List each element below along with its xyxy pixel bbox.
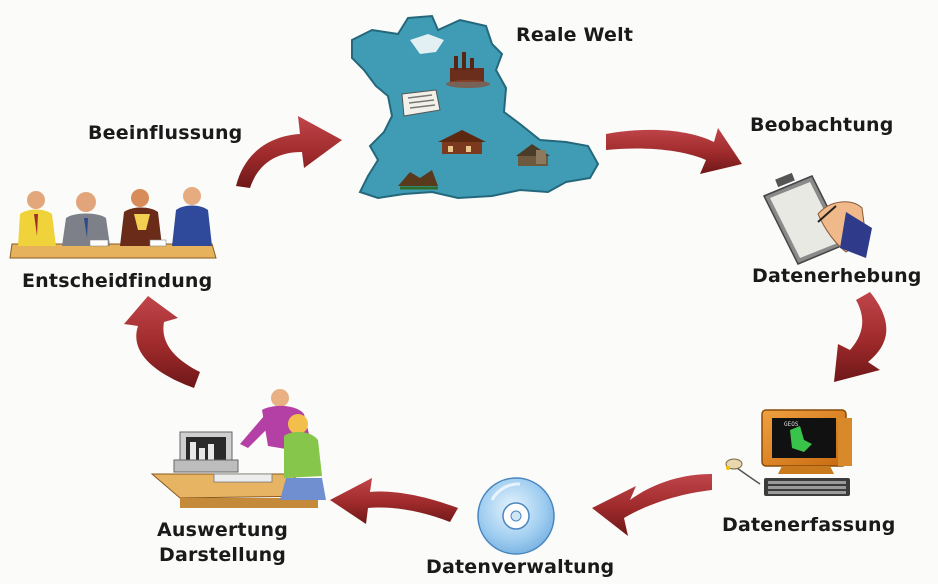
factory-icon <box>446 52 490 88</box>
workstation-people-icon <box>150 389 326 508</box>
label-datenerfassung: Datenerfassung <box>722 514 896 536</box>
arrow-to-auswertung <box>330 478 458 524</box>
label-darstellung: Darstellung <box>158 544 287 566</box>
label-reale-welt: Reale Welt <box>516 24 634 46</box>
newspaper-icon <box>401 89 441 117</box>
label-entscheidfindung: Entscheidfindung <box>22 270 213 292</box>
hills-icon <box>398 170 438 190</box>
label-datenverwaltung: Datenverwaltung <box>426 556 615 578</box>
label-auswertung: Auswertung <box>157 519 289 541</box>
arrow-to-datenverwaltung <box>592 474 712 536</box>
farmhouse-icon <box>438 130 486 154</box>
label-beeinflussung: Beeinflussung <box>88 122 243 144</box>
label-auswertung-darstellung: Auswertung Darstellung <box>157 518 288 568</box>
cd-disc-icon <box>477 477 555 555</box>
village-icon <box>516 144 550 166</box>
meeting-people-icon <box>9 187 217 259</box>
computer-terminal-icon: GEOS <box>725 409 852 496</box>
arrow-to-reale-welt <box>236 116 342 188</box>
arrow-to-entscheidfindung <box>124 296 200 388</box>
arrow-to-beobachtung <box>606 128 742 174</box>
arrow-to-datenerfassung <box>834 292 887 382</box>
label-datenerhebung: Datenerhebung <box>752 265 922 287</box>
landscape-map-icon <box>351 14 600 200</box>
cycle-arrows <box>124 116 887 536</box>
label-beobachtung: Beobachtung <box>750 114 894 136</box>
svg-text:GEOS: GEOS <box>784 421 799 428</box>
clipboard-writing-icon <box>762 172 872 265</box>
